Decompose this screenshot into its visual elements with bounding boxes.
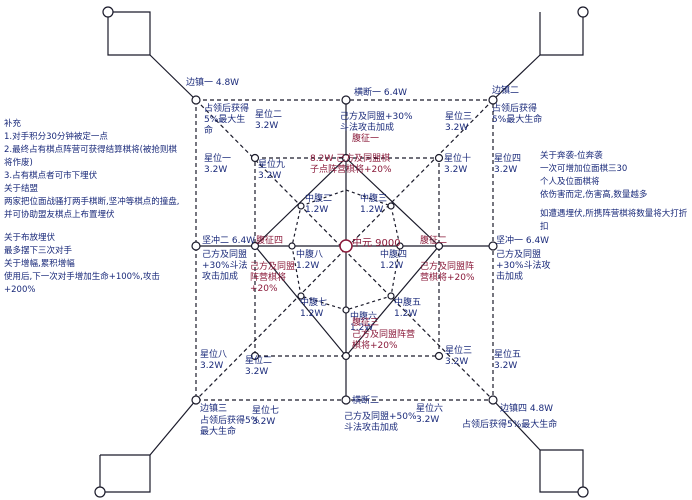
note-3: 3.占有棋点者可市下埋伏 (4, 171, 98, 181)
note-1: 1.对手积分30分钟被定一点 (4, 132, 108, 142)
notes-left: 补充 1.对手积分30分钟被定一点 2.最终占有棋点阵营可获得结算棋将(被抢则棋… (4, 118, 184, 297)
corner-tr-title: 边镇二 (492, 86, 520, 96)
corner-bl-text: 占领后获得5%最大生命 (200, 416, 260, 437)
aspect-south-title: 腹征三 (352, 318, 380, 328)
notes-right: 关于奔袭-位奔袭 一次可增加位面棋三30 个人及位面棋将 依伤害而定,伤害高,数… (540, 150, 690, 234)
hint-heading: 关于增幅,累积增幅 (4, 259, 75, 269)
note-r2: 一次可增加位面棋三30 (540, 164, 628, 174)
note-r5: 如遭遇埋伏,所携阵营棋将数量将大打折扣 (540, 209, 688, 232)
notes-heading: 补充 (4, 119, 22, 129)
aspect-south-text: 己方及同盟阵营棋将+20% (352, 330, 416, 351)
corner-bl-title: 边镇三 (200, 404, 228, 414)
gate-east-title: 坚冲一 6.4W (496, 236, 550, 246)
note-r1: 关于奔袭-位奔袭 (540, 151, 603, 161)
note-r3: 个人及位面棋将 (540, 177, 600, 187)
corner-br-title: 边镇四 4.8W (500, 404, 554, 414)
gate-north-text: 己方及同盟+30%斗法攻击加成 (340, 112, 413, 133)
note-2: 2.最终占有棋点阵营可获得结算棋将(被抢则棋将作废) (4, 145, 177, 168)
alliance-heading: 关于结盟 (4, 184, 39, 194)
aspect-east-title: 腹征二 (420, 236, 448, 246)
gate-west-title: 坚冲二 6.4W (202, 236, 256, 246)
note-r4: 依伤害而定,伤害高,数量越多 (540, 190, 648, 200)
aspect-east-text: 己方及同盟阵营棋将+20% (420, 262, 475, 283)
gate-north-title: 横断一 6.4W (354, 88, 408, 98)
gate-west-text: 己方及同盟+30%斗法攻击加成 (202, 250, 248, 282)
gate-east-text: 己方及同盟+30%斗法攻击加成 (496, 250, 551, 282)
ambush-heading: 关于布放埋伏 (4, 233, 56, 243)
center-label: 中元 9000 (352, 238, 401, 249)
aspect-west-text: 己方及同盟阵营棋将+20% (250, 262, 296, 294)
hint-text: 使用后,下一次对手增加生命+100%,攻击+200% (4, 272, 160, 295)
aspect-north-title: 腹征一 (352, 134, 380, 144)
gate-south-title: 横断二 (352, 396, 380, 406)
gate-south-text: 己方及同盟+50%斗法攻击加成 (344, 412, 417, 433)
aspect-west-title: 腹征四 (256, 236, 284, 246)
aspect-north-text: 8.2W 己方及同盟棋子点阵营棋将+20% (310, 154, 392, 175)
ambush-text: 最多摆下三次对手 (4, 246, 73, 256)
corner-tl-title: 边镇一 4.8W (186, 78, 240, 88)
alliance-text: 两家把位面战骚打两手棋断,坚冲等棋点的撞盘,并可协助盟友棋点上布置埋伏 (4, 197, 180, 220)
corner-br-text: 占领后获得5%最大生命 (462, 420, 558, 430)
